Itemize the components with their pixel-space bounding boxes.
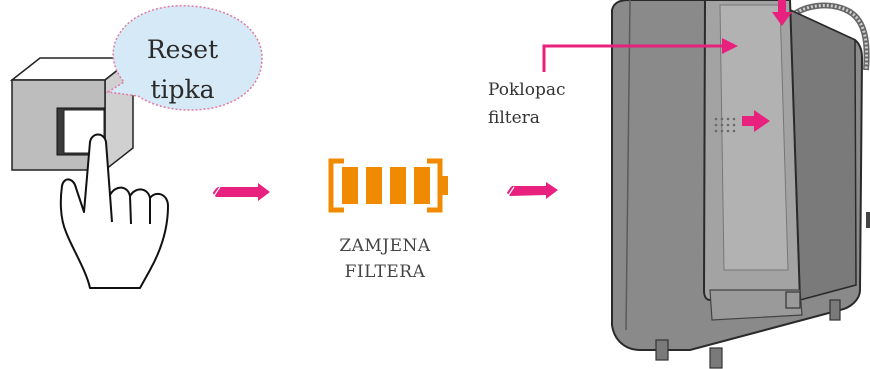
pink-arrow-icon bbox=[772, 0, 792, 26]
reset-label-line2: tipka bbox=[150, 75, 215, 104]
pink-arrow-icon bbox=[742, 110, 770, 132]
battery-bar bbox=[366, 167, 382, 204]
battery-bar bbox=[414, 167, 430, 204]
battery-bars bbox=[342, 167, 430, 204]
caption-line2: FILTERA bbox=[344, 262, 426, 282]
pointing-hand-icon bbox=[59, 133, 169, 289]
battery-bar bbox=[342, 167, 358, 204]
speech-bubble bbox=[105, 5, 263, 111]
battery-caption: ZAMJENA FILTERA bbox=[320, 233, 450, 285]
filter-device bbox=[611, 0, 870, 369]
battery-icon bbox=[328, 158, 448, 213]
battery-bar bbox=[390, 167, 406, 204]
filter-cover-label: Poklopac filtera bbox=[488, 76, 566, 132]
reset-button-box bbox=[9, 56, 136, 172]
cover-label-line1: Poklopac bbox=[488, 80, 566, 100]
pink-arrow-icon bbox=[503, 182, 558, 199]
reset-button-label: Reset tipka bbox=[120, 30, 245, 110]
caption-line1: ZAMJENA bbox=[339, 236, 431, 256]
pink-arrow-icon bbox=[209, 183, 270, 201]
reset-label-line1: Reset bbox=[146, 35, 219, 64]
cover-label-line2: filtera bbox=[488, 108, 540, 128]
cover-pointer bbox=[542, 38, 738, 72]
